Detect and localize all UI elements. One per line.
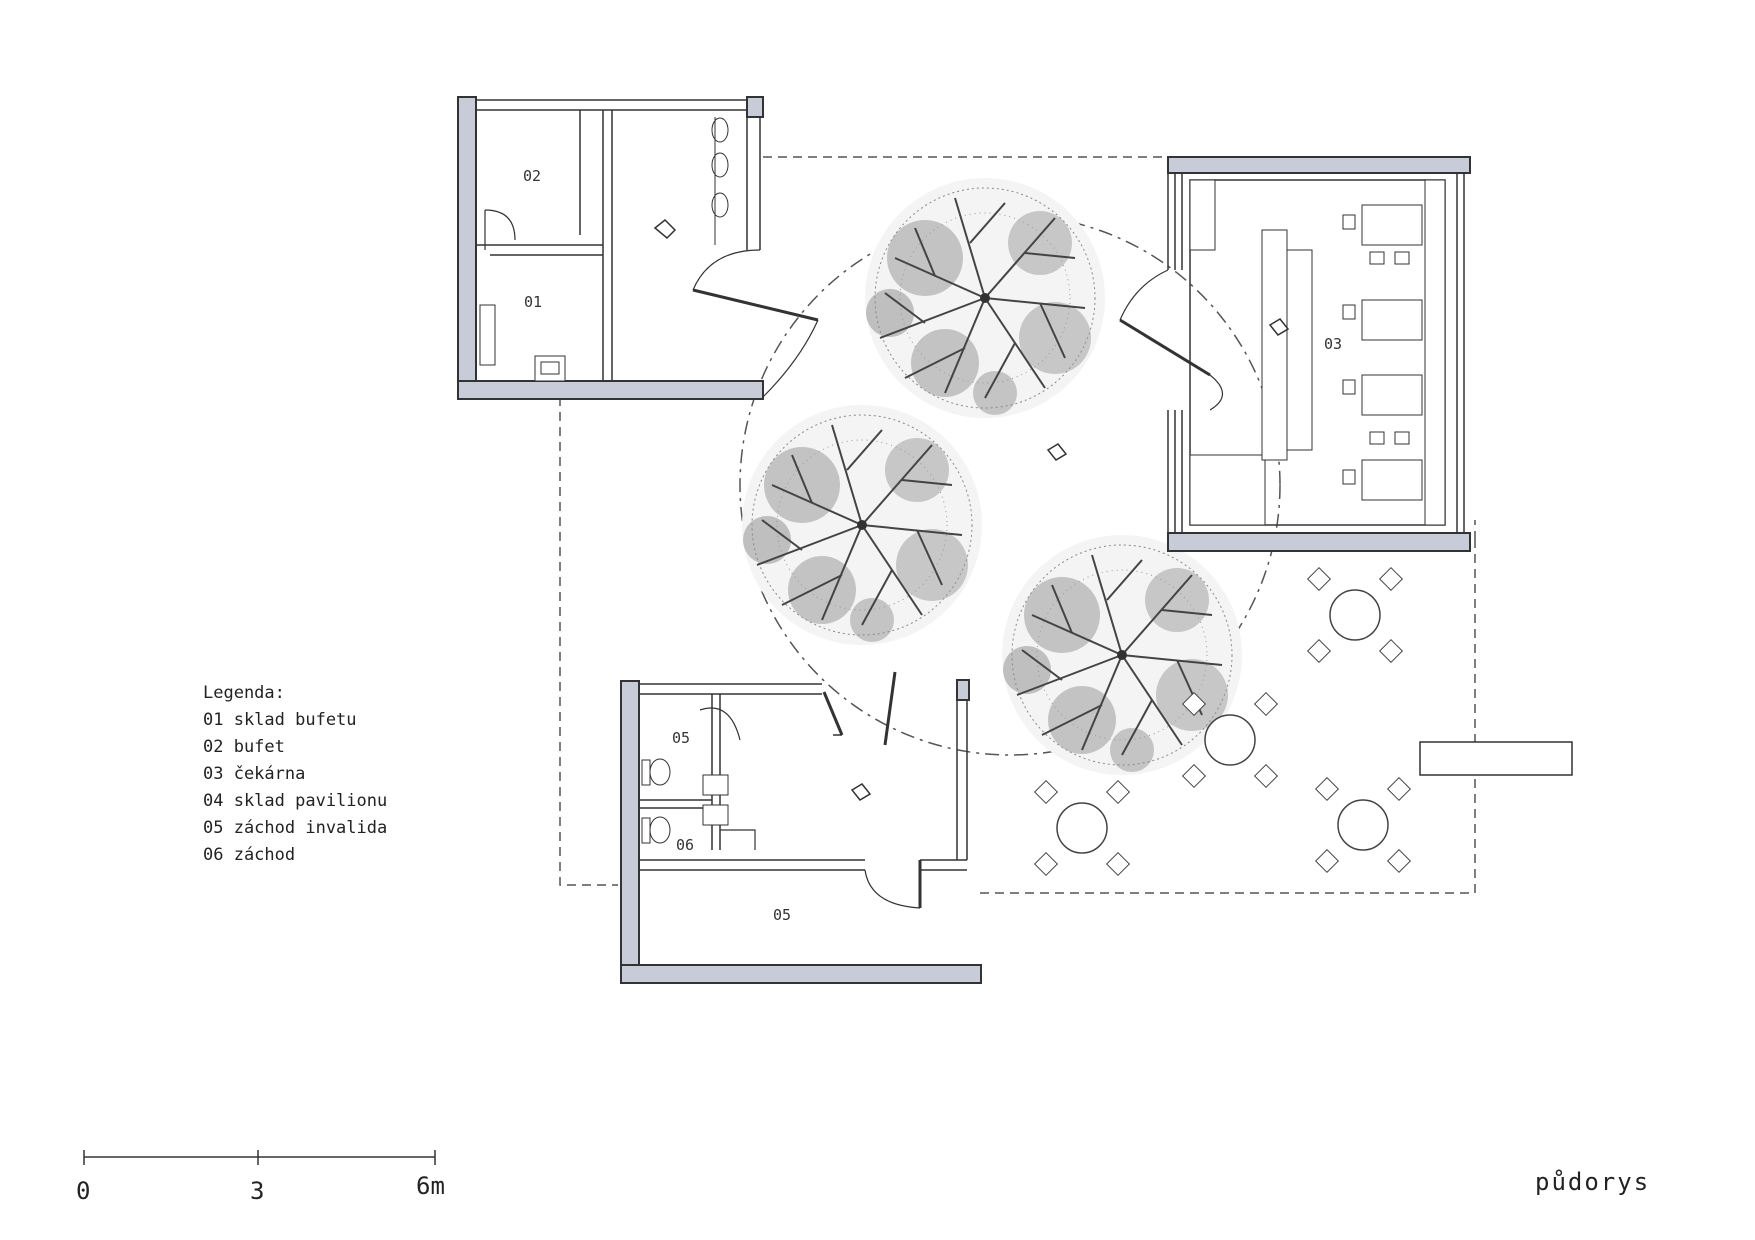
drawing-title: půdorys [1535, 1168, 1651, 1196]
legend-item: 05 záchod invalida [203, 818, 388, 838]
site-boundary [559, 156, 1476, 894]
tree-icon [741, 404, 983, 646]
tree-icon [864, 177, 1106, 419]
scale-label-3: 3 [250, 1177, 265, 1205]
outdoor-bench [1419, 741, 1573, 776]
cafe-table-icon [1314, 776, 1412, 874]
legend-item: 04 sklad pavilionu [203, 791, 388, 811]
building-bufet [457, 96, 819, 400]
building-zachody [620, 671, 982, 984]
building-cekarna [1119, 156, 1471, 552]
room-label-06: 06 [676, 836, 694, 854]
legend-item: 03 čekárna [203, 764, 306, 784]
cafe-table-icon [1033, 779, 1131, 877]
person-icon [653, 218, 1290, 801]
room-label-05: 05 [672, 729, 690, 747]
room-label-01: 01 [524, 293, 542, 311]
room-label-03: 03 [1324, 335, 1342, 353]
scale-label-6m: 6m [416, 1172, 445, 1200]
cafe-table-icon [1306, 566, 1404, 664]
legend-title: Legenda: [203, 683, 285, 703]
scale-label-0: 0 [76, 1177, 91, 1205]
room-label-05-storage: 05 [773, 906, 791, 924]
room-label-02: 02 [523, 167, 541, 185]
courtyard-outline [739, 214, 1281, 756]
legend-item: 02 bufet [203, 737, 285, 757]
legend-item: 06 záchod [203, 845, 296, 865]
legend-item: 01 sklad bufetu [203, 710, 357, 730]
scale-bar [83, 1150, 436, 1165]
legend: Legenda: 01 sklad bufetu 02 bufet 03 ček… [203, 680, 387, 869]
